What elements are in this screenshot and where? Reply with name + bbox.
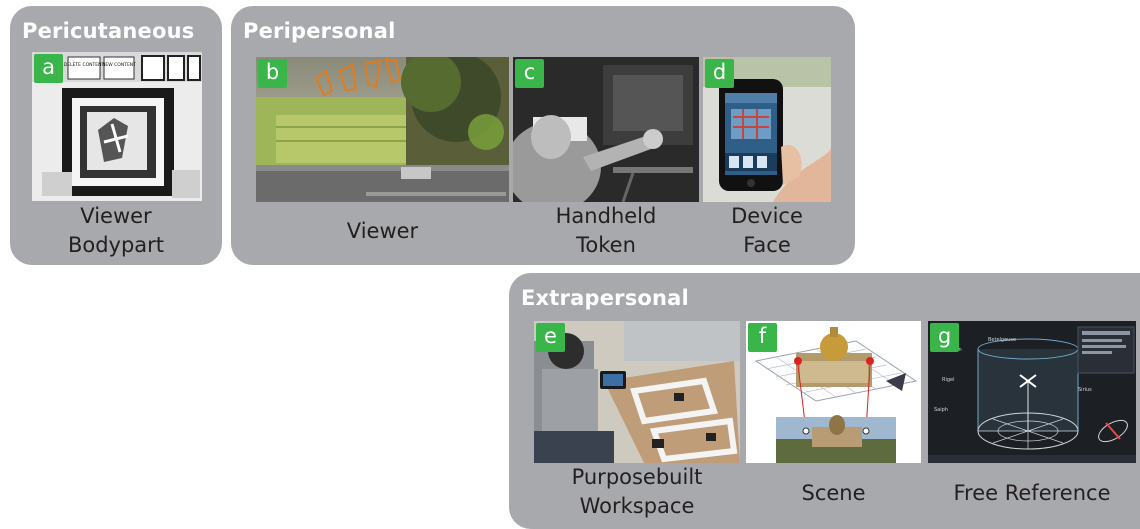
extrapersonal-group: Extrapersonal e Purposebuilt Workspace f [509, 273, 1140, 529]
free-reference-photo: Rigel Saiph Sirius Betelgeuse Orion [928, 321, 1136, 463]
handheld-token-photo [513, 57, 699, 202]
badge-g: g [930, 323, 959, 352]
caption-d-line2: Face [743, 233, 791, 257]
caption-viewer: Viewer [256, 217, 509, 246]
viewer-photo [256, 57, 509, 202]
caption-a-line2: Bodypart [67, 233, 165, 257]
caption-d-line1: Device [731, 204, 803, 228]
caption-e-line2: Workspace [579, 494, 695, 518]
star-label-betelgeuse: Betelgeuse [988, 337, 1016, 343]
badge-e: e [536, 323, 565, 352]
caption-purposebuilt-workspace: Purposebuilt Workspace [534, 463, 740, 521]
badge-c: c [515, 59, 544, 88]
caption-scene: Scene [746, 479, 921, 508]
pericutaneous-group: Pericutaneous a DELETE CONTENT NEW CONTE… [10, 6, 222, 265]
group-title-peripersonal: Peripersonal [243, 19, 396, 43]
badge-b: b [258, 59, 287, 88]
caption-viewer-bodypart: Viewer Bodypart [10, 202, 222, 260]
panel-d-image: d [703, 57, 831, 202]
caption-e-line1: Purposebuilt [571, 465, 703, 489]
panel-g-image: g Rigel Saiph Sirius Betelgeuse Orion [928, 321, 1136, 463]
peripersonal-group: Peripersonal b Vi [231, 6, 855, 265]
caption-c-line1: Handheld [555, 204, 657, 228]
star-label-rigel: Rigel [942, 377, 955, 383]
caption-free-reference: Free Reference [928, 479, 1136, 508]
panel-c-image: c [513, 57, 699, 202]
group-title-extrapersonal: Extrapersonal [521, 286, 689, 310]
purposebuilt-workspace-photo [534, 321, 740, 463]
caption-g-line1: Free Reference [953, 481, 1111, 505]
caption-c-line2: Token [576, 233, 636, 257]
badge-d: d [705, 59, 734, 88]
caption-b-line1: Viewer [346, 219, 419, 243]
group-title-pericutaneous: Pericutaneous [22, 19, 195, 43]
panel-f-image: f [746, 321, 921, 463]
caption-device-face: Device Face [703, 202, 831, 260]
panel-b-image: b [256, 57, 509, 202]
badge-a: a [34, 54, 63, 83]
caption-f-line1: Scene [801, 481, 866, 505]
new-content-label: NEW CONTENT [102, 62, 136, 68]
scene-photo [746, 321, 921, 463]
star-label-sirius: Sirius [1078, 387, 1092, 393]
delete-content-label: DELETE CONTENT [64, 62, 105, 68]
caption-a-line1: Viewer [80, 204, 152, 228]
panel-e-image: e [534, 321, 740, 463]
badge-f: f [748, 323, 777, 352]
star-label-saiph: Saiph [934, 407, 948, 413]
caption-handheld-token: Handheld Token [513, 202, 699, 260]
panel-a-image: a DELETE CONTENT NEW CONTENT [32, 52, 202, 201]
viewer-bodypart-photo: DELETE CONTENT NEW CONTENT [32, 52, 202, 201]
